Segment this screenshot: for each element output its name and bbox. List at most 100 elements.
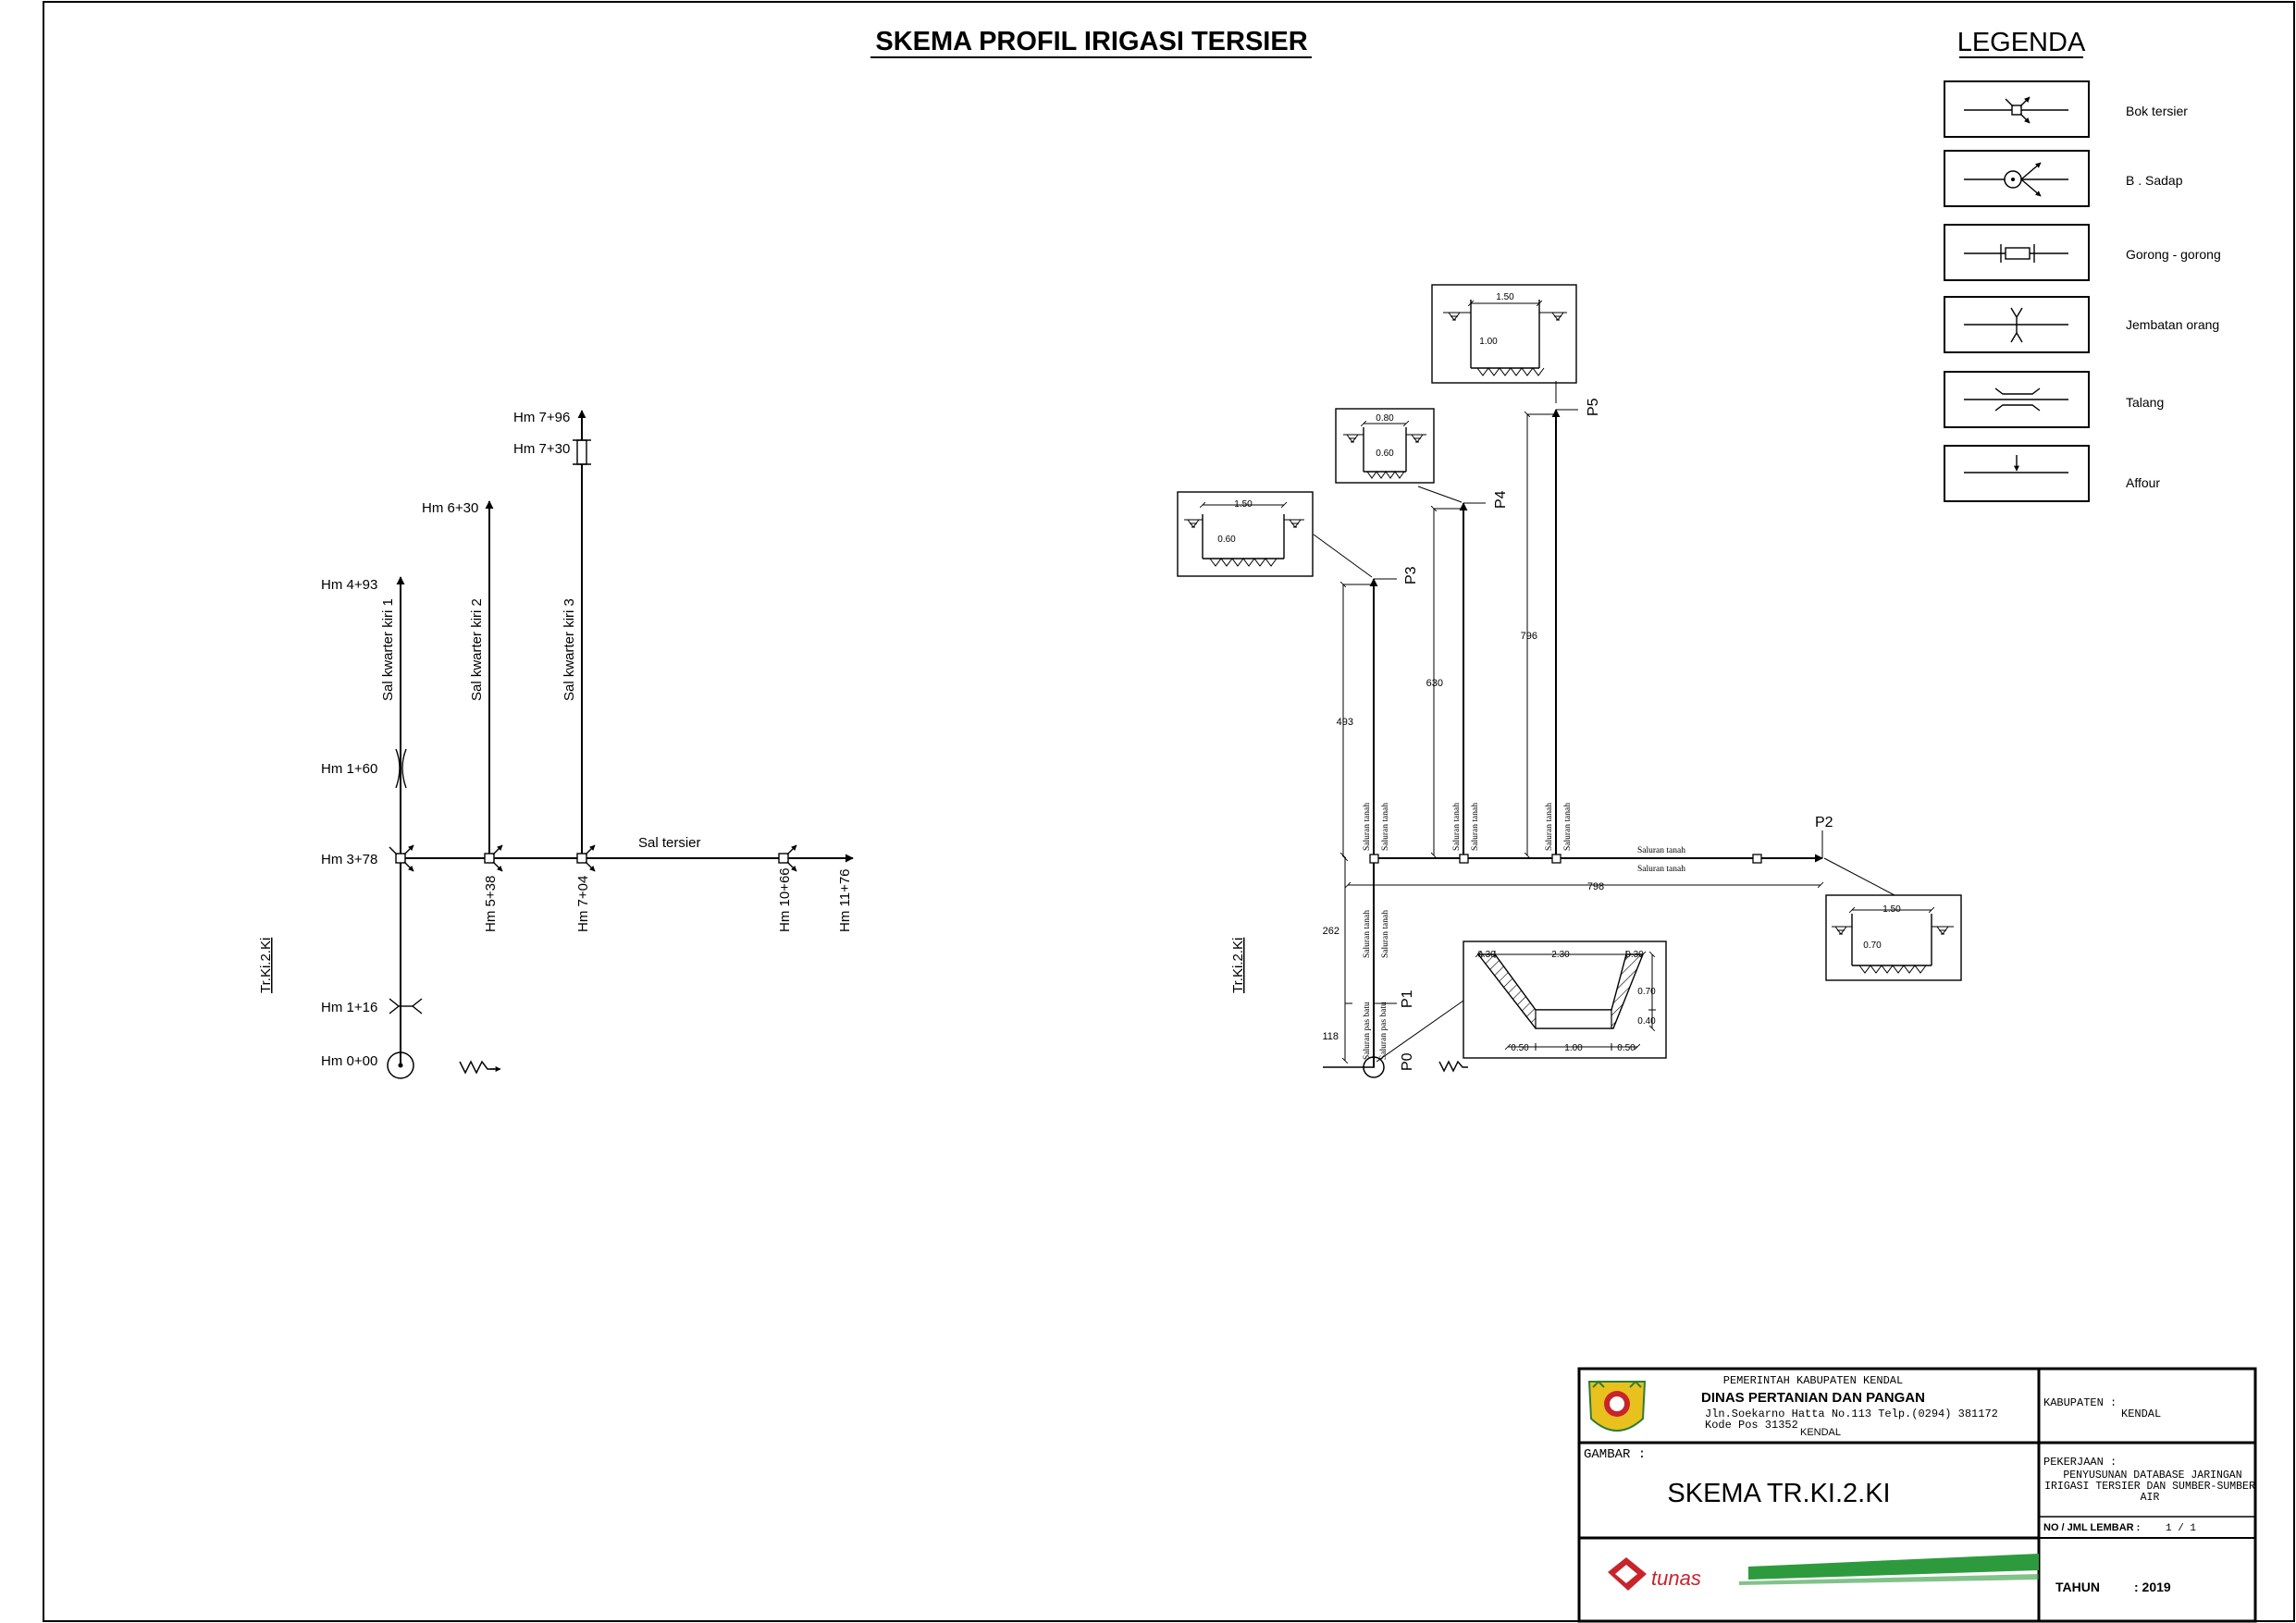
section-width-label: 1.50: [1882, 904, 1901, 915]
longitudinal-profile: P0 P1 P3 P4 P5 P2 118 262 493 630 796 79…: [1177, 284, 1962, 1078]
point-label-p3: P3: [1403, 566, 1419, 584]
legend-box-sadap: [1944, 150, 2090, 207]
bok-tersier-icon: [1964, 97, 2068, 123]
section-depth-label: 0.60: [1217, 535, 1236, 545]
length-label: 630: [1426, 678, 1443, 689]
legend-label-gorong: Gorong - gorong: [2126, 247, 2221, 262]
section-width-label: 1.50: [1234, 499, 1253, 510]
length-label: 798: [1587, 881, 1604, 892]
soil-channel-label: Saluran tanah: [1363, 910, 1372, 958]
cross-section-p1: 0.30 2.30 0.30 0.70 0.40 0.50 1.00 0.50: [1463, 941, 1667, 1059]
sheet-border: [43, 1, 2295, 1622]
channel-label-k1: Sal kwarter kiri 1: [380, 598, 396, 701]
section-depth-label: 1.00: [1479, 337, 1498, 347]
gorong-gorong-icon: [573, 439, 591, 465]
lembar-label: NO / JML LEMBAR :: [2043, 1522, 2140, 1533]
tahun-value: : 2019: [2134, 1580, 2171, 1594]
channel-label-k3: Sal kwarter kiri 3: [562, 598, 577, 701]
drawing-title: SKEMA PROFIL IRIGASI TERSIER: [875, 27, 1307, 56]
legend-box-bok-tersier: [1944, 80, 2090, 138]
section-dim-label: 0.70: [1637, 987, 1656, 997]
soil-channel-label: Saluran tanah: [1637, 865, 1685, 874]
legend-label-bok-tersier: Bok tersier: [2126, 104, 2188, 118]
section-dim-label: 1.00: [1564, 1043, 1583, 1053]
point-label-p2: P2: [1815, 815, 1833, 830]
org-name-2: DINAS PERTANIAN DAN PANGAN: [1701, 1390, 1925, 1406]
section-dim-label: 0.40: [1637, 1016, 1656, 1027]
affour-icon: [1964, 455, 2068, 473]
cross-section-p5: 1.50 1.00: [1431, 284, 1577, 384]
soil-channel-label: Saluran tanah: [1381, 803, 1390, 851]
pekerjaan-line-3: AIR: [2141, 1492, 2160, 1504]
tahun-label: TAHUN: [2055, 1580, 2100, 1594]
pas-channel-label: Saluran pas batu: [1363, 1002, 1372, 1060]
channel-label-tersier: Sal tersier: [638, 835, 701, 851]
legend-title: LEGENDA: [1957, 28, 2086, 57]
pekerjaan-line-2: IRIGASI TERSIER DAN SUMBER-SUMBER: [2044, 1481, 2255, 1493]
legend-box-affour: [1944, 445, 2090, 502]
schema-side-label: Tr.Ki.2.Ki: [258, 938, 274, 993]
point-label-p1: P1: [1400, 990, 1415, 1008]
consultant-logo: tunas: [1608, 1554, 2039, 1591]
irrigation-schema: Hm 0+00 Hm 1+16 Hm 3+78 Hm 1+60 Hm 4+93 …: [258, 410, 854, 1079]
lembar-value: 1 / 1: [2166, 1523, 2196, 1534]
kabupaten-value: KENDAL: [2121, 1408, 2161, 1420]
section-depth-label: 0.70: [1863, 941, 1882, 951]
section-dim-label: 0.30: [1477, 950, 1496, 960]
cross-section-p3: 1.50 0.60: [1177, 491, 1314, 577]
hm-label: Hm 10+66: [777, 867, 793, 932]
intake-sadap-icon: [387, 1051, 501, 1079]
point-label-p0: P0: [1400, 1052, 1415, 1071]
legend-label-affour: Affour: [2126, 475, 2160, 490]
pekerjaan-label: PEKERJAAN :: [2043, 1456, 2117, 1469]
length-label: 118: [1322, 1031, 1339, 1042]
length-label: 493: [1337, 717, 1353, 728]
gorong-gorong-icon: [1964, 244, 2068, 263]
channel-label-k2: Sal kwarter kiri 2: [469, 598, 485, 701]
soil-channel-label: Saluran tanah: [1452, 803, 1462, 851]
point-label-p5: P5: [1586, 398, 1601, 416]
soil-channel-label: Saluran tanah: [1381, 910, 1390, 958]
talang-icon: [395, 748, 407, 789]
consultant-name: tunas: [1651, 1567, 1701, 1590]
legend-box-talang: [1944, 371, 2090, 428]
section-depth-label: 0.60: [1376, 449, 1394, 459]
sadap-icon: [1964, 162, 2068, 197]
section-width-label: 0.80: [1376, 413, 1394, 424]
point-label-p4: P4: [1493, 490, 1509, 509]
hm-label: Hm 11+76: [837, 868, 853, 932]
gambar-value: SKEMA TR.KI.2.KI: [1667, 1479, 1890, 1508]
legend-label-sadap: B . Sadap: [2126, 173, 2183, 188]
soil-channel-label: Saluran tanah: [1363, 803, 1372, 851]
soil-channel-label: Saluran tanah: [1563, 803, 1573, 851]
talang-icon: [1964, 387, 2068, 412]
cross-section-p4: 0.80 0.60: [1335, 408, 1435, 484]
org-address-2: Kode Pos 31352: [1705, 1419, 1798, 1432]
section-dim-label: 2.30: [1551, 950, 1570, 960]
section-dim-label: 0.50: [1511, 1043, 1529, 1053]
section-dim-label: 0.50: [1617, 1043, 1636, 1053]
length-label: 262: [1323, 926, 1339, 937]
soil-channel-label: Saluran tanah: [1637, 846, 1685, 855]
hm-label: Hm 3+78: [321, 852, 377, 867]
legend-label-jembatan: Jembatan orang: [2126, 317, 2219, 332]
hm-label: Hm 7+04: [575, 876, 591, 932]
hm-label: Hm 4+93: [321, 577, 377, 593]
pas-channel-label: Saluran pas batu: [1379, 1002, 1389, 1060]
hm-label: Hm 5+38: [483, 876, 499, 932]
hm-label: Hm 1+60: [321, 761, 377, 777]
org-city: KENDAL: [1800, 1427, 1841, 1438]
length-label: 796: [1521, 631, 1537, 642]
soil-channel-label: Saluran tanah: [1471, 803, 1480, 851]
legend-label-talang: Talang: [2126, 395, 2164, 410]
hm-label: Hm 0+00: [321, 1053, 377, 1069]
kendal-seal-logo: [1587, 1380, 1647, 1432]
hm-label: Hm 7+30: [513, 441, 570, 457]
legend-box-jembatan: [1944, 296, 2090, 353]
org-address-1: Jln.Soekarno Hatta No.113 Telp.(0294) 38…: [1705, 1408, 1998, 1420]
legend: LEGENDA Bok tersier B . Sadap Gorong - g…: [1944, 28, 2221, 502]
jembatan-orang-icon: [389, 998, 423, 1014]
legend-box-gorong: [1944, 224, 2090, 281]
hm-label: Hm 6+30: [422, 500, 478, 516]
